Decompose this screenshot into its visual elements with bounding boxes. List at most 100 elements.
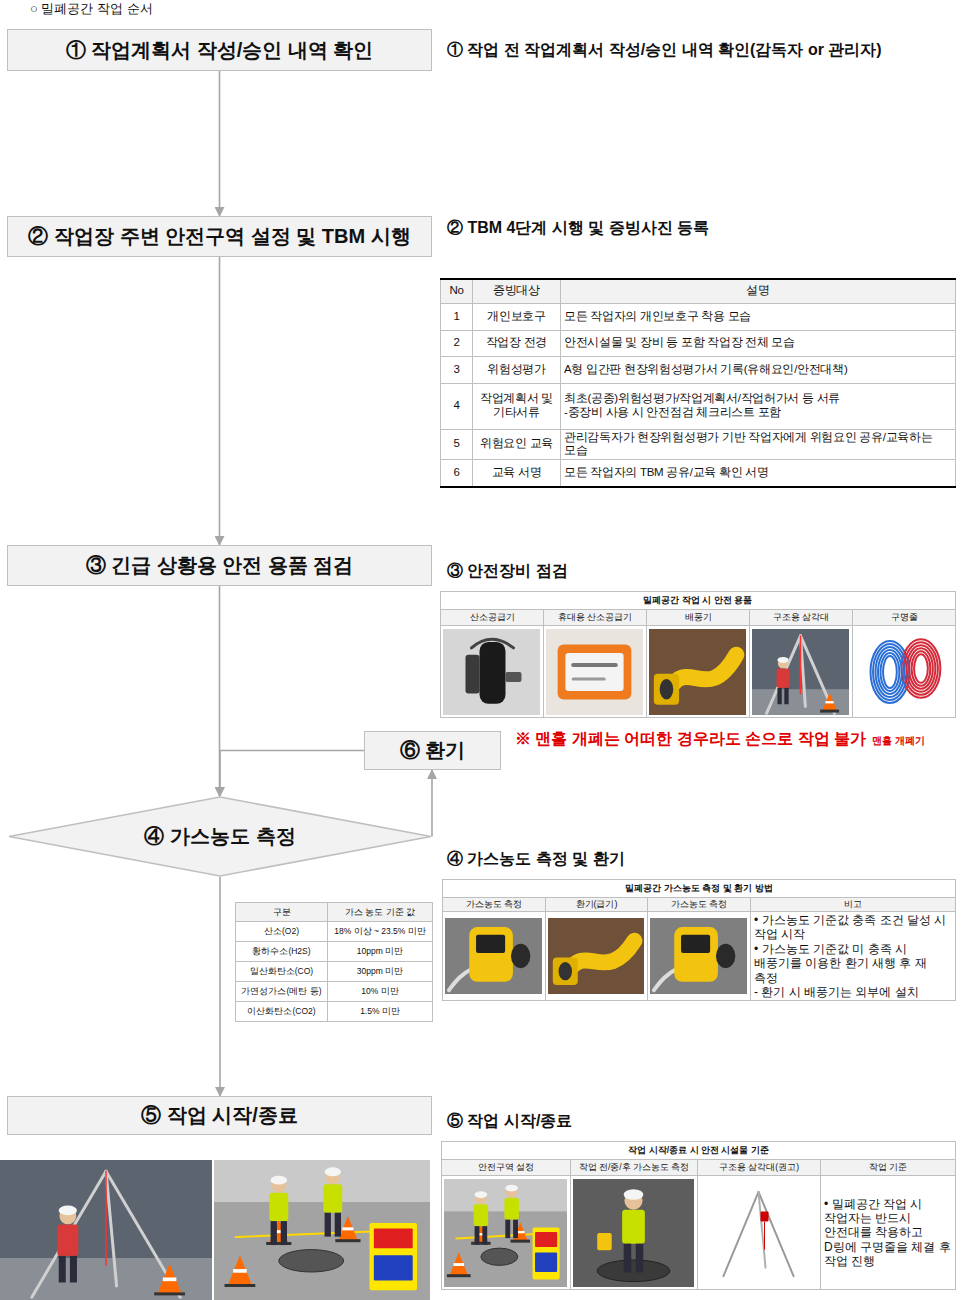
flow-arrow <box>220 751 364 797</box>
photo-shape <box>800 635 802 693</box>
table-cell: 환기(급기) <box>546 898 648 912</box>
data-table: 밀폐공간 가스농도 측정 및 환기 방법가스농도 측정환기(급기)가스농도 측정… <box>442 879 956 1001</box>
photo-shape <box>533 1227 560 1279</box>
photo-shape <box>214 1160 430 1202</box>
table-text: 6 <box>444 466 469 480</box>
table-header: 작업 기준 <box>824 1162 952 1172</box>
table-cell: A형 입간판 현장위험성평가서 기록(유해요인/안전대책) <box>561 356 956 383</box>
photo-shape <box>471 1241 490 1244</box>
photo-shape <box>447 1274 471 1277</box>
data-table: 구분가스 농도 기준 값산소(O2)18% 이상 ~ 23.5% 미만황하수소(… <box>235 902 433 1022</box>
photo-shape <box>876 647 905 697</box>
photo-shape <box>513 1219 518 1237</box>
table-cell: 3 <box>441 356 473 383</box>
table-header: 설명 <box>564 284 952 298</box>
table-cell: 작업장 전경 <box>473 330 561 356</box>
table-text: 모든 작업자의 TBM 공유/교육 확인 서명 <box>564 466 952 480</box>
table-cell: 안전시설물 및 장비 등 포함 작업장 전체 모습 <box>561 330 956 356</box>
process-box: ③ 긴급 상황용 안전 용품 점검 <box>7 545 432 586</box>
photo-illustration <box>445 918 542 994</box>
photo-group <box>855 629 952 715</box>
photo-shape <box>873 644 907 700</box>
photo-shape <box>767 635 801 712</box>
table-cell: 설명 <box>561 279 956 303</box>
table-title: 밀폐공간 작업 시 안전 용품 <box>444 595 952 606</box>
photo-shape <box>228 1255 253 1286</box>
photo-illustration <box>700 1179 817 1287</box>
photo-shape <box>476 935 505 953</box>
photo-group <box>700 1179 817 1287</box>
table-text: 5 <box>444 437 469 451</box>
table-header: 가스농도 측정 <box>651 899 747 910</box>
photo-shape <box>469 927 513 982</box>
photo-group <box>444 1179 567 1287</box>
photo-shape <box>777 687 781 703</box>
photo-shape <box>723 1191 758 1275</box>
table-cell <box>648 912 751 1001</box>
table-cell: 교육 서명 <box>473 460 561 487</box>
photo-shape <box>825 701 833 703</box>
node-text: ② 작업장 주변 안전구역 설정 및 TBM 시행 <box>28 223 410 250</box>
table-cell: No <box>441 279 473 303</box>
photo-shape <box>546 629 643 715</box>
section-heading: ① 작업 전 작업계획서 작성/승인 내역 확인(감독자 or 관리자) <box>447 40 882 61</box>
process-box: ① 작업계획서 작성/승인 내역 확인 <box>7 29 432 71</box>
photo-shape <box>163 1277 177 1281</box>
table-cell: • 가스농도 기준값 충족 조건 달성 시 작업 시작• 가스농도 기준값 미 … <box>751 912 956 1001</box>
photo-shape <box>445 918 542 994</box>
photo-shape <box>505 1219 510 1237</box>
photo-shape <box>374 1255 413 1280</box>
table-text: 2 <box>444 336 469 350</box>
photo-shape <box>32 1171 106 1297</box>
photo-shape <box>909 648 933 688</box>
table-text: 최초(공종)위험성평가/작업계획서/작업허가서 등 서류 <box>564 392 952 406</box>
photo-shape <box>912 651 931 685</box>
section-heading: ④ 가스농도 측정 및 환기 <box>447 849 625 870</box>
photo-shape <box>597 1233 612 1250</box>
photo-shape <box>472 639 514 648</box>
data-table: 작업 시작/종료 시 안전 시설물 기준안전구역 설정작업 전/중/후 가스농도… <box>441 1141 956 1290</box>
photo-shape <box>480 641 506 703</box>
table-text: 관리감독자가 현장위험성평가 기반 작업자에게 위험요인 공유/교육하는 모습 <box>564 431 952 459</box>
process-box: ⑥ 환기 <box>364 731 501 770</box>
photo-shape <box>473 1224 489 1243</box>
table-cell: 가스농도 측정 <box>648 898 751 912</box>
table-text: 1.5% 미만 <box>331 1006 429 1016</box>
photo-shape <box>855 629 952 715</box>
photo-shape <box>105 1171 107 1265</box>
table-cell: 황하수소(H2S) <box>236 942 328 962</box>
photo-shape <box>233 1269 247 1273</box>
photo-shape <box>335 1239 360 1242</box>
photo-shape <box>342 1227 353 1230</box>
photo-shape <box>624 1189 644 1200</box>
table-text: 18% 이상 ~ 23.5% 미만 <box>331 926 429 936</box>
photo-shape <box>271 1221 277 1245</box>
table-text: 10% 미만 <box>331 986 429 996</box>
photo-shape <box>70 1256 77 1283</box>
photo-illustration <box>548 918 644 994</box>
decision-diamond: ④ 가스농도 측정 <box>8 796 432 877</box>
photo-shape <box>907 645 936 691</box>
table-cell <box>546 912 648 1001</box>
table-header: 작업 전/중/후 가스농도 측정 <box>574 1162 694 1172</box>
photo-shape <box>269 1193 288 1221</box>
table-text: 3 <box>444 363 469 377</box>
table-cell: 6 <box>441 460 473 487</box>
table-text: 4 <box>444 399 469 413</box>
photo-shape <box>752 629 849 715</box>
table-cell: 개인보호구 <box>473 303 561 330</box>
table-text: 10ppm 미만 <box>331 946 429 956</box>
photo-shape <box>565 653 623 691</box>
photo-shape <box>444 1179 567 1287</box>
photo-shape <box>548 918 644 994</box>
table-header: 안전구역 설정 <box>445 1162 567 1172</box>
photo-shape <box>214 1160 430 1300</box>
table-cell <box>441 626 544 718</box>
photo-shape <box>504 1197 519 1219</box>
photo-shape <box>454 1263 464 1266</box>
photo-shape <box>0 1160 212 1300</box>
photo-group <box>573 1179 694 1287</box>
table-header: 가스 농도 기준 값 <box>331 907 429 917</box>
table-text: 1 <box>444 310 469 324</box>
photo-shape <box>511 1239 530 1242</box>
